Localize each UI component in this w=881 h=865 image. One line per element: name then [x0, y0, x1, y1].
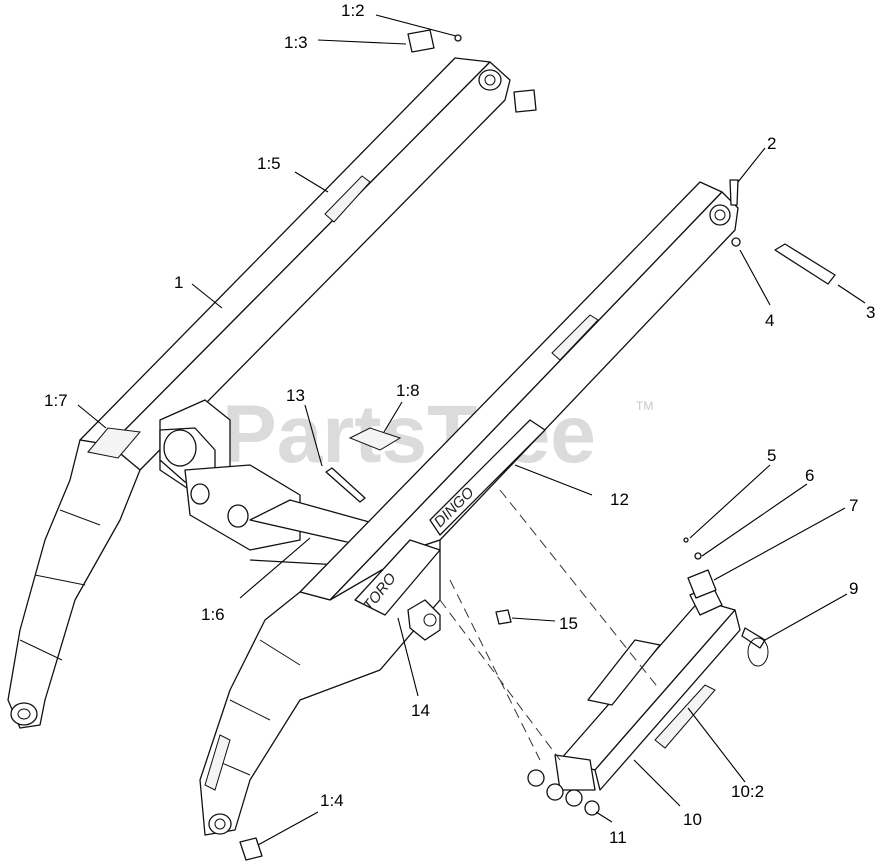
callout-1-2: 1:2 — [341, 1, 365, 20]
callout-12: 12 — [610, 490, 629, 509]
callout-6: 6 — [805, 466, 814, 485]
callout-1-6: 1:6 — [201, 605, 225, 624]
callout-13: 13 — [286, 386, 305, 405]
callout-10-2: 10:2 — [731, 782, 764, 801]
callout-11: 11 — [609, 828, 627, 847]
callout-7: 7 — [849, 496, 858, 515]
callout-1-7: 1:7 — [44, 391, 68, 410]
callout-1-4: 1:4 — [320, 791, 344, 810]
callout-1: 1 — [174, 273, 183, 292]
callout-3: 3 — [866, 303, 875, 322]
cylinder-bar — [554, 584, 741, 791]
callout-15: 15 — [559, 614, 578, 633]
callout-5: 5 — [767, 446, 776, 465]
callout-9: 9 — [849, 579, 858, 598]
callout-1-8: 1:8 — [396, 381, 420, 400]
rear-loader-arm — [7, 57, 511, 729]
leader-lines — [77, 14, 866, 846]
callout-labels: 1:2 1:3 1:5 1 1:7 13 1:8 1:6 12 2 4 3 5 … — [44, 1, 875, 847]
callout-1-5: 1:5 — [257, 154, 281, 173]
hardware — [239, 29, 836, 861]
front-loader-arm: TORO DINGO — [199, 181, 739, 836]
callout-1-3: 1:3 — [284, 33, 308, 52]
callout-2: 2 — [767, 134, 776, 153]
watermark-tm: TM — [636, 399, 653, 413]
callout-14: 14 — [411, 701, 430, 720]
callout-4: 4 — [765, 311, 774, 330]
callout-10: 10 — [683, 810, 702, 829]
